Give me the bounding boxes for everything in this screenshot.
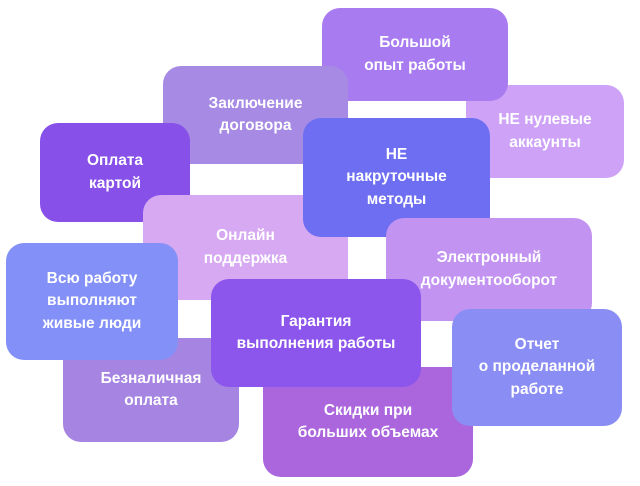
card-edo: Электронный документооборот [386, 218, 592, 321]
card-cashless: Безналичная оплата [63, 338, 239, 442]
card-big-experience-text: Большой опыт работы [364, 34, 466, 74]
card-live-people-text: Всю работу выполняют живые люди [42, 269, 142, 332]
card-card-payment-text: Оплата картой [86, 152, 144, 192]
card-card-payment: Оплата картой [40, 123, 190, 222]
card-guarantee: Гарантия выполнения работы [211, 279, 421, 387]
card-report: Отчет о проделанной работе [452, 309, 622, 426]
card-contract: Заключение договора [163, 66, 348, 164]
card-not-boosted-text: НЕ накруточные методы [346, 145, 447, 208]
card-big-experience: Большой опыт работы [322, 8, 508, 101]
card-not-zero-accounts-text: НЕ нулевые аккаунты [498, 111, 592, 151]
card-guarantee-text: Гарантия выполнения работы [236, 312, 396, 352]
card-contract-text: Заключение договора [208, 94, 303, 134]
card-discounts-text: Скидки при больших объемах [297, 401, 439, 441]
card-edo-text: Электронный документооборот [420, 249, 558, 289]
card-live-people: Всю работу выполняют живые люди [6, 243, 178, 360]
card-report-text: Отчет о проделанной работе [478, 335, 596, 398]
card-online-support-text: Онлайн поддержка [203, 227, 288, 267]
card-not-boosted: НЕ накруточные методы [303, 118, 490, 237]
card-cashless-text: Безналичная оплата [100, 369, 202, 409]
